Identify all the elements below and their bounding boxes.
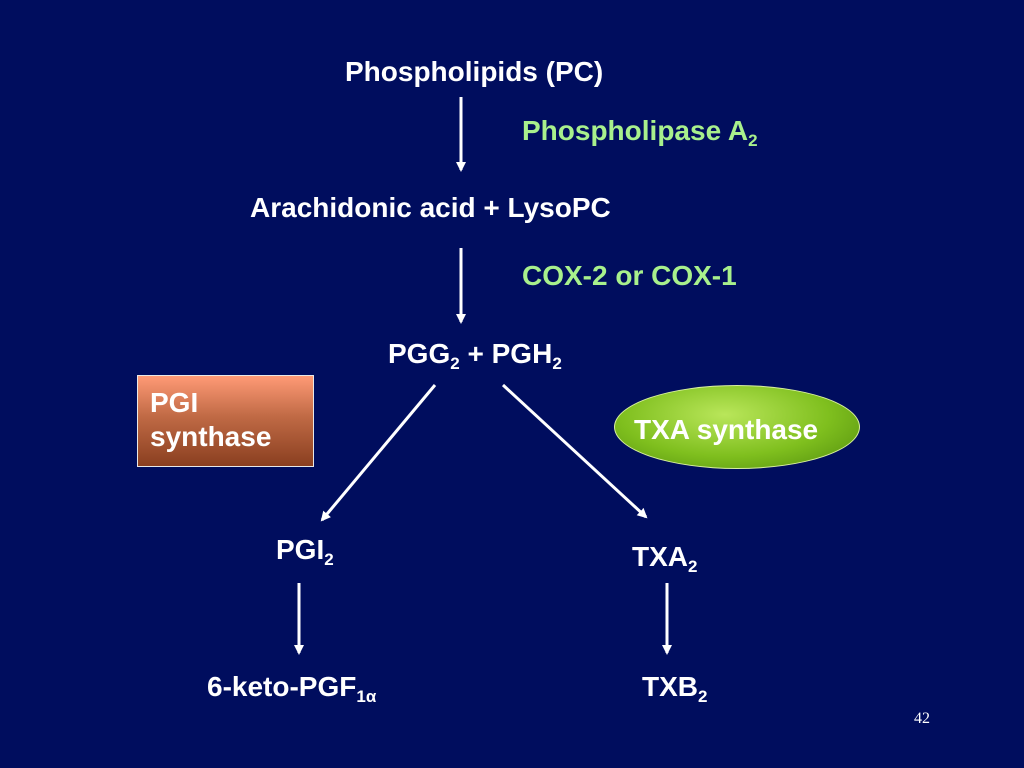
phospholipase-a2-enzyme: Phospholipase A2 — [522, 115, 758, 150]
txa2-sub: 2 — [688, 557, 698, 576]
txb2-node: TXB2 — [642, 671, 707, 706]
pgi2-sub: 2 — [324, 550, 334, 569]
pgg-sub: 2 — [450, 354, 460, 373]
pgi-synthase-line2: synthase — [150, 421, 272, 452]
phospholipids-node: Phospholipids (PC) — [345, 56, 604, 87]
pgg2-pgh2-node: PGG2 + PGH2 — [388, 338, 562, 373]
arrow-pgh-to-pgi2 — [320, 384, 437, 522]
pgh-base: PGH — [491, 338, 553, 369]
cox-enzyme: COX-2 or COX-1 — [522, 260, 737, 291]
txa-synthase-label: TXA synthase — [634, 414, 819, 445]
keto-sub: 1α — [356, 687, 377, 706]
txa2-node: TXA2 — [632, 541, 697, 576]
phospholipase-base: Phospholipase A — [522, 115, 749, 146]
pgi-synthase-line1: PGI — [150, 387, 199, 418]
pgg-plus: + — [459, 338, 492, 369]
arrow-pgh-to-txa2 — [501, 383, 648, 519]
txb2-sub: 2 — [698, 687, 708, 706]
txa-synthase-ellipse — [614, 385, 860, 469]
txa2-base: TXA — [632, 541, 688, 572]
phospholipase-sub: 2 — [748, 131, 758, 150]
pgi2-base: PGI — [276, 534, 325, 565]
slide-number: 42 — [914, 710, 930, 727]
6-keto-pgf1a-node: 6-keto-PGF1α — [207, 671, 376, 706]
arachidonic-acid-node: Arachidonic acid + LysoPC — [250, 192, 611, 223]
pgi2-node: PGI2 — [276, 534, 334, 569]
pgh-sub: 2 — [552, 354, 562, 373]
keto-base: 6-keto-PGF — [207, 671, 357, 702]
pgi-synthase-box: PGI synthase — [137, 375, 314, 467]
pgg-base: PGG — [388, 338, 451, 369]
txb2-base: TXB — [642, 671, 698, 702]
